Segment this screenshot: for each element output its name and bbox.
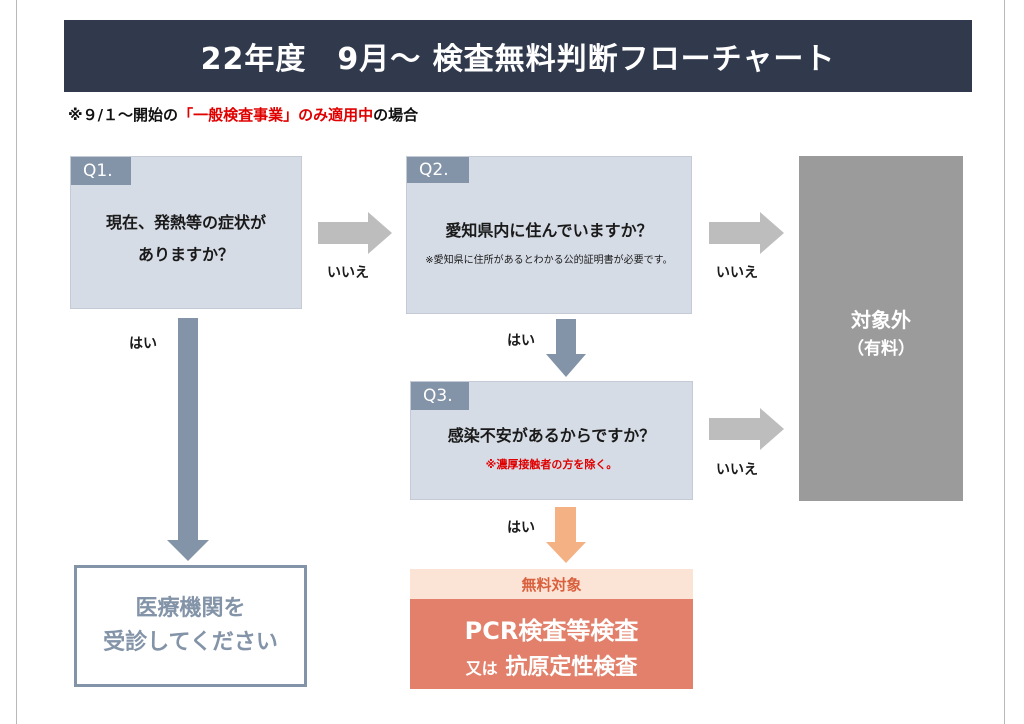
- q2-yes-label: はい: [507, 333, 535, 349]
- condition-note: ※９/１～開始の「一般検査事業」のみ適用中の場合: [68, 104, 418, 125]
- q1-tag: Q1.: [71, 157, 131, 185]
- q3-no-label: いいえ: [716, 462, 758, 478]
- q3-tag: Q3.: [411, 382, 469, 410]
- q1-no-label: いいえ: [327, 265, 369, 281]
- q3-yes-label: はい: [507, 520, 535, 536]
- page-title: 22年度 9月～ 検査無料判断フローチャート: [64, 20, 972, 92]
- clinic-line-2: 受診してください: [103, 630, 278, 655]
- free-target-header: 無料対象: [410, 569, 693, 599]
- question-box-q3: Q3. 感染不安があるからですか？ ※濃厚接触者の方を除く。: [410, 381, 693, 500]
- q2-question: 愛知県内に住んでいますか？: [445, 221, 653, 240]
- q1-yes-label: はい: [129, 336, 157, 352]
- q2-tag: Q2.: [407, 157, 469, 183]
- q2-no-label: いいえ: [716, 265, 758, 281]
- see-doctor-box: 医療機関を 受診してください: [74, 565, 307, 687]
- free-line-2-main: 抗原定性検査: [505, 655, 638, 680]
- left-border-line: [16, 0, 17, 724]
- q2-note: ※愛知県に住所があるとわかる公的証明書が必要です。: [425, 255, 673, 266]
- q1-yes-arrow: [167, 318, 209, 561]
- q3-note: ※濃厚接触者の方を除く。: [485, 458, 618, 471]
- question-box-q1: Q1. 現在、発熱等の症状が ありますか？: [70, 156, 302, 309]
- note-highlight: 「一般検査事業」のみ適用中: [178, 106, 374, 124]
- q2-yes-arrow: [546, 319, 586, 377]
- q1-no-arrow: [318, 212, 392, 254]
- q1-line-1: 現在、発熱等の症状が: [105, 213, 266, 232]
- outside-scope-box: 対象外 （有料）: [799, 156, 963, 501]
- note-prefix: ※９/１～開始の: [68, 106, 179, 124]
- q2-no-arrow: [709, 212, 784, 254]
- outside-line-2: （有料）: [847, 339, 915, 359]
- question-box-q2: Q2. 愛知県内に住んでいますか？ ※愛知県に住所があるとわかる公的証明書が必要…: [406, 156, 692, 314]
- note-suffix: の場合: [373, 106, 419, 124]
- q1-line-2: ありますか？: [137, 245, 234, 264]
- free-line-2-or: 又は: [465, 659, 498, 678]
- outside-line-1: 対象外: [851, 308, 911, 332]
- free-target-box: PCR検査等検査 又は 抗原定性検査: [410, 599, 693, 689]
- q3-no-arrow: [709, 408, 784, 450]
- right-border-line: [1004, 0, 1005, 724]
- free-line-1: PCR検査等検査: [464, 617, 639, 645]
- clinic-line-1: 医療機関を: [135, 596, 246, 621]
- q3-question: 感染不安があるからですか？: [447, 426, 656, 445]
- q3-yes-arrow: [546, 507, 586, 563]
- free-line-2: 又は 抗原定性検査: [410, 649, 693, 681]
